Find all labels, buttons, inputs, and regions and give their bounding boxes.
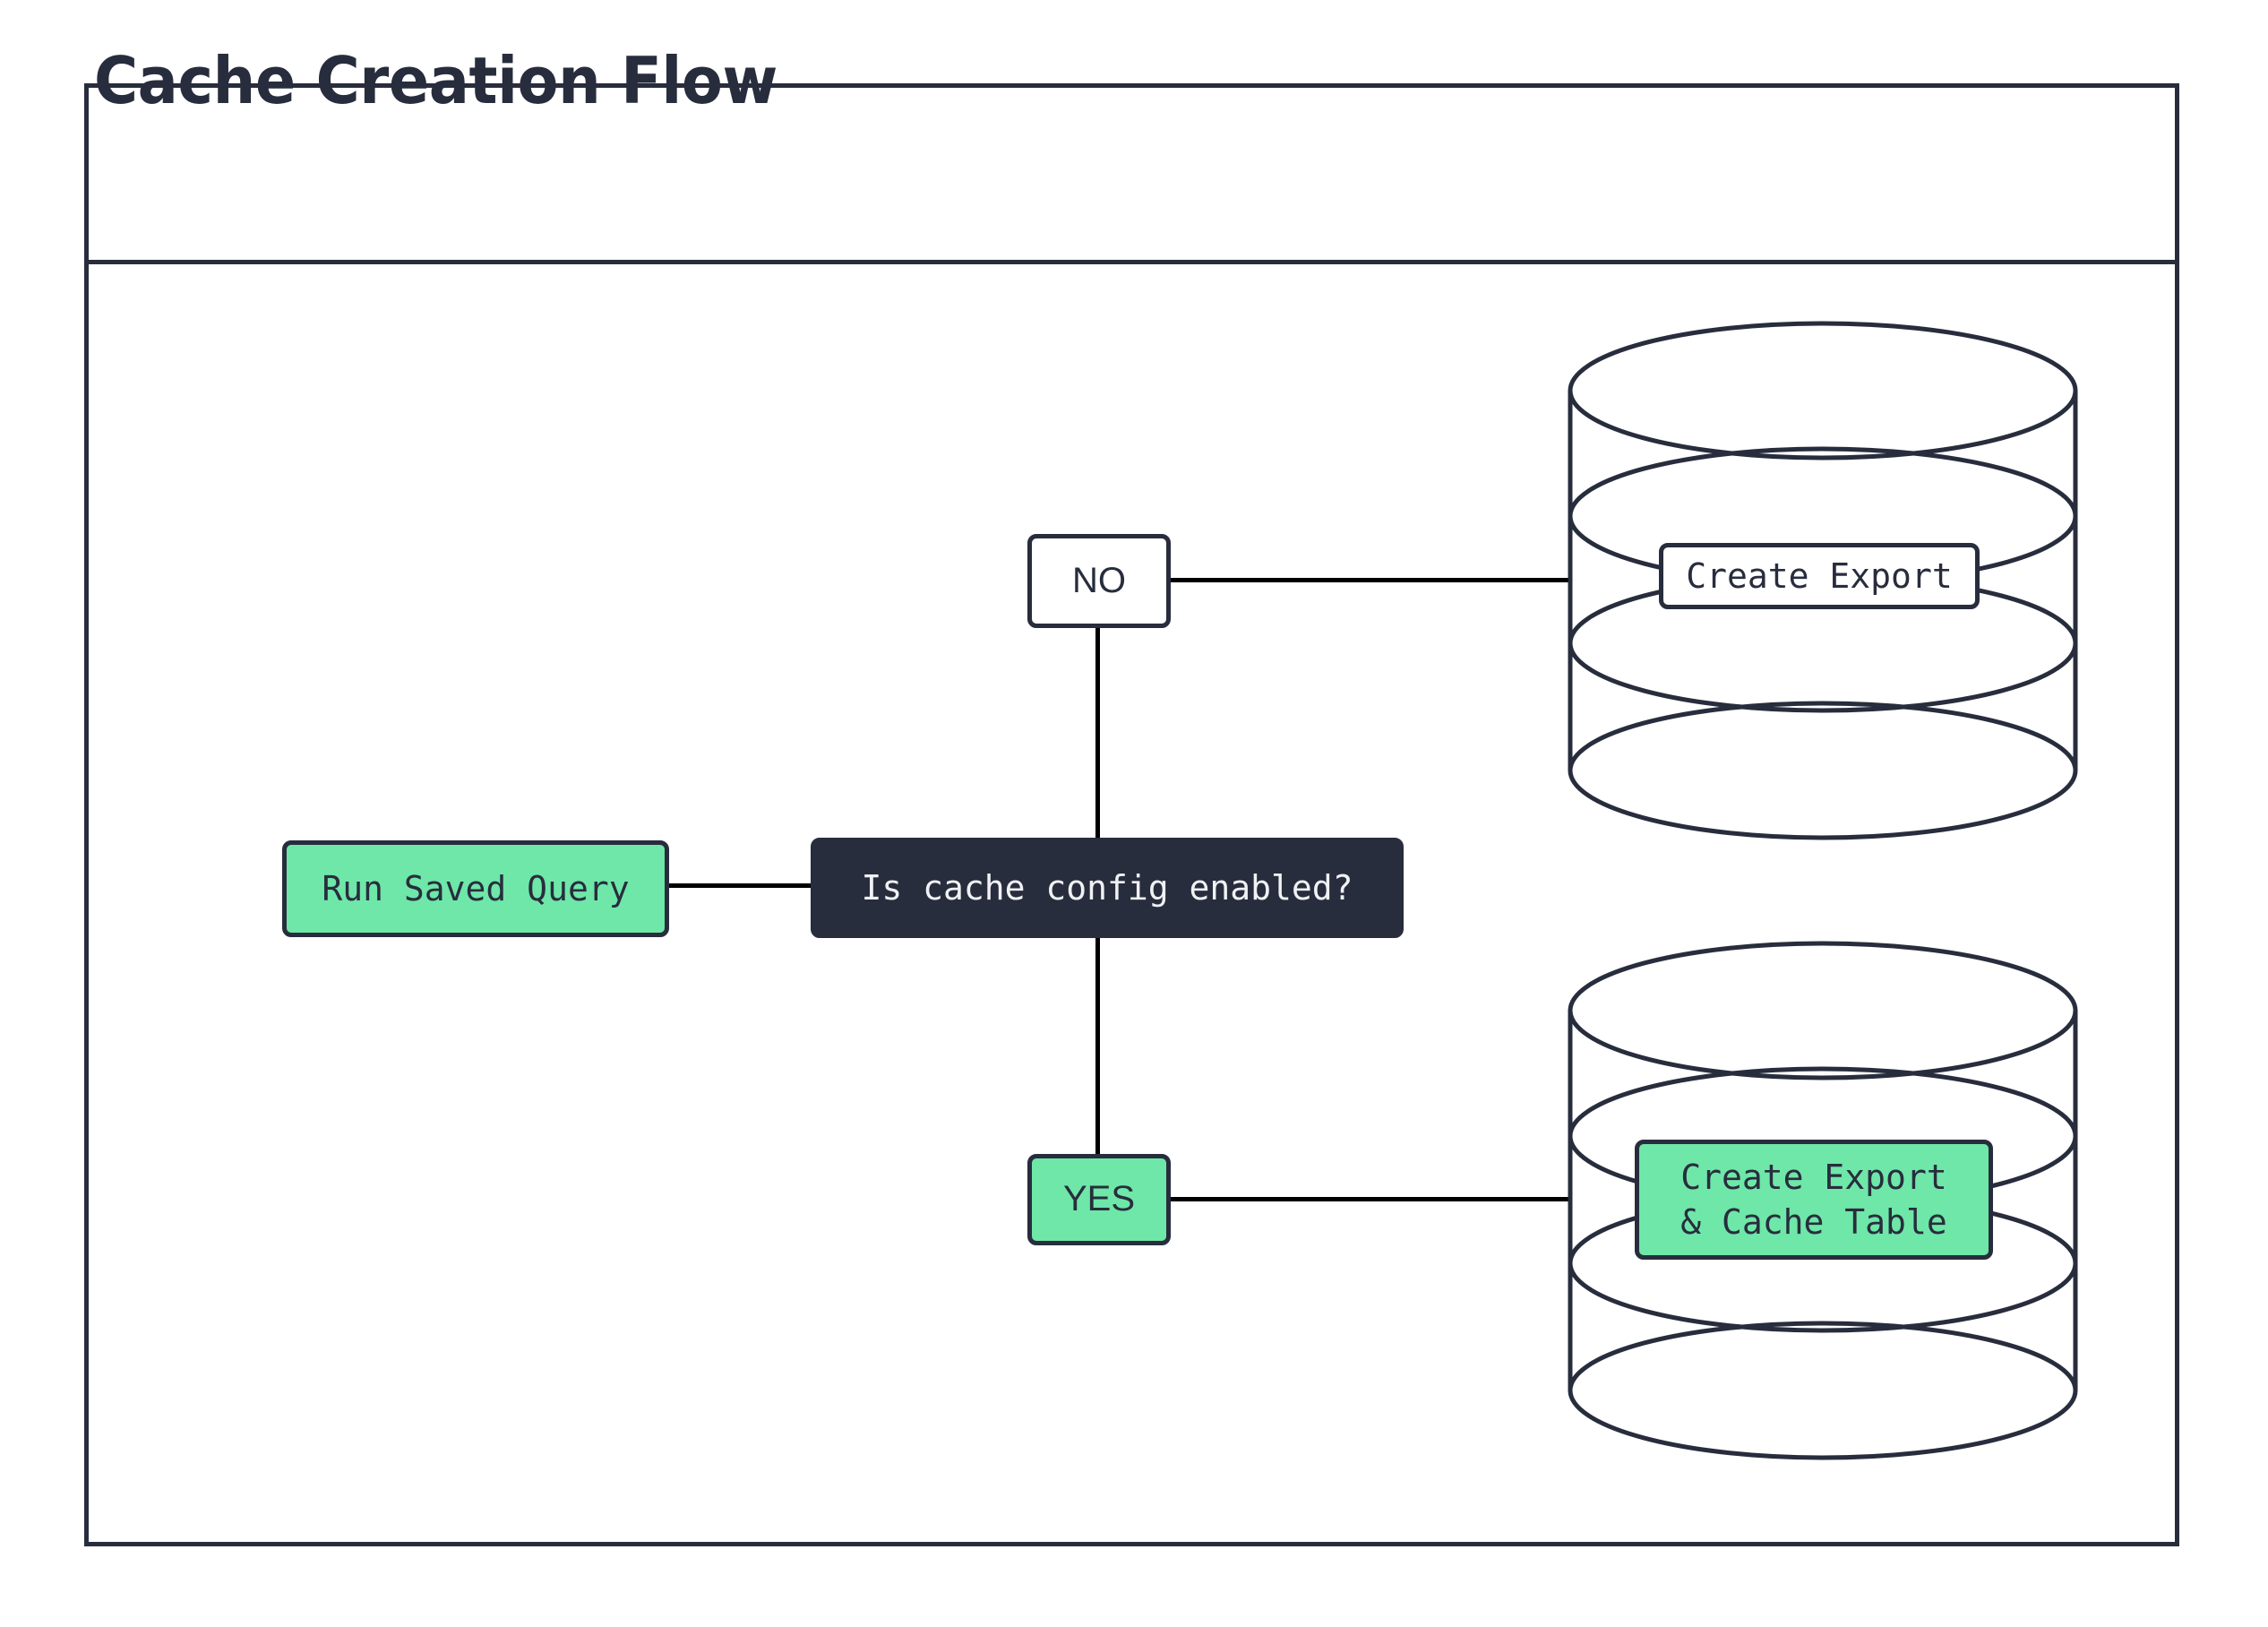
title-bar <box>84 83 2179 264</box>
node-decision-cache-config[interactable]: Is cache config enabled? <box>811 838 1404 938</box>
node-branch-no[interactable]: NO <box>1027 534 1171 628</box>
database-bottom-label[interactable]: Create Export & Cache Table <box>1635 1140 1993 1260</box>
edge-decision-yes <box>1095 896 1100 1158</box>
node-run-saved-query[interactable]: Run Saved Query <box>282 840 669 937</box>
edge-no-database <box>1167 578 1579 582</box>
edge-yes-database <box>1167 1197 1579 1201</box>
edge-query-decision <box>667 883 812 888</box>
node-branch-yes[interactable]: YES <box>1027 1154 1171 1245</box>
page-title: Cache Creation Flow <box>94 43 777 118</box>
edge-decision-no <box>1095 625 1100 885</box>
database-top-label[interactable]: Create Export <box>1659 543 1980 609</box>
